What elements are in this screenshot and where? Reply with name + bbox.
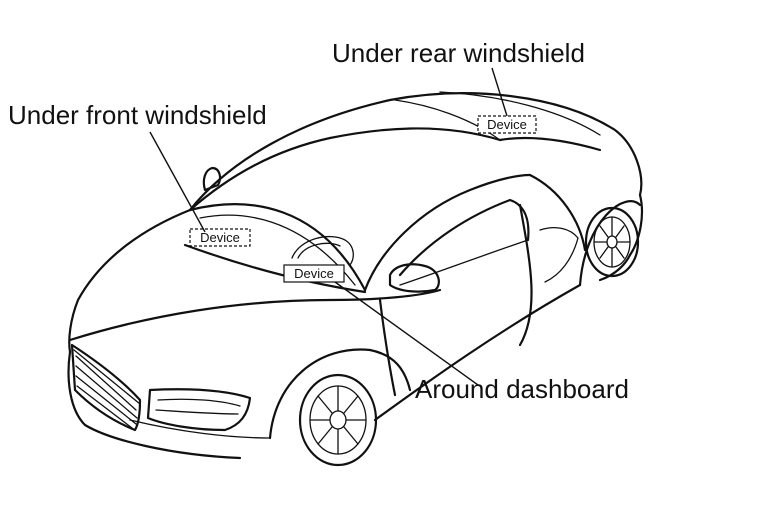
leader-lines [149,67,508,386]
side-intake [539,227,579,283]
leader-front [149,131,206,233]
rear-wheel [578,200,642,287]
side-mirror [388,263,440,293]
device-tag-rear: Device [477,115,537,134]
label-under-front-windshield: Under front windshield [8,100,267,130]
device-tag-dashboard-text: Device [294,266,334,281]
front-grille [70,343,142,432]
leader-rear [491,67,508,117]
headlight [146,388,252,432]
leader-dashboard [334,281,479,386]
device-tag-front-text: Device [200,230,240,245]
label-around-dashboard: Around dashboard [415,374,629,404]
device-tag-dashboard: Device [283,264,345,283]
side-door [363,173,587,397]
dashboard-hump [291,236,354,266]
device-tag-front: Device [189,228,251,247]
label-under-rear-windshield: Under rear windshield [332,38,585,68]
windshield [183,127,502,294]
device-tag-rear-text: Device [487,117,527,132]
antenna [202,166,222,192]
front-wheel [268,348,412,467]
